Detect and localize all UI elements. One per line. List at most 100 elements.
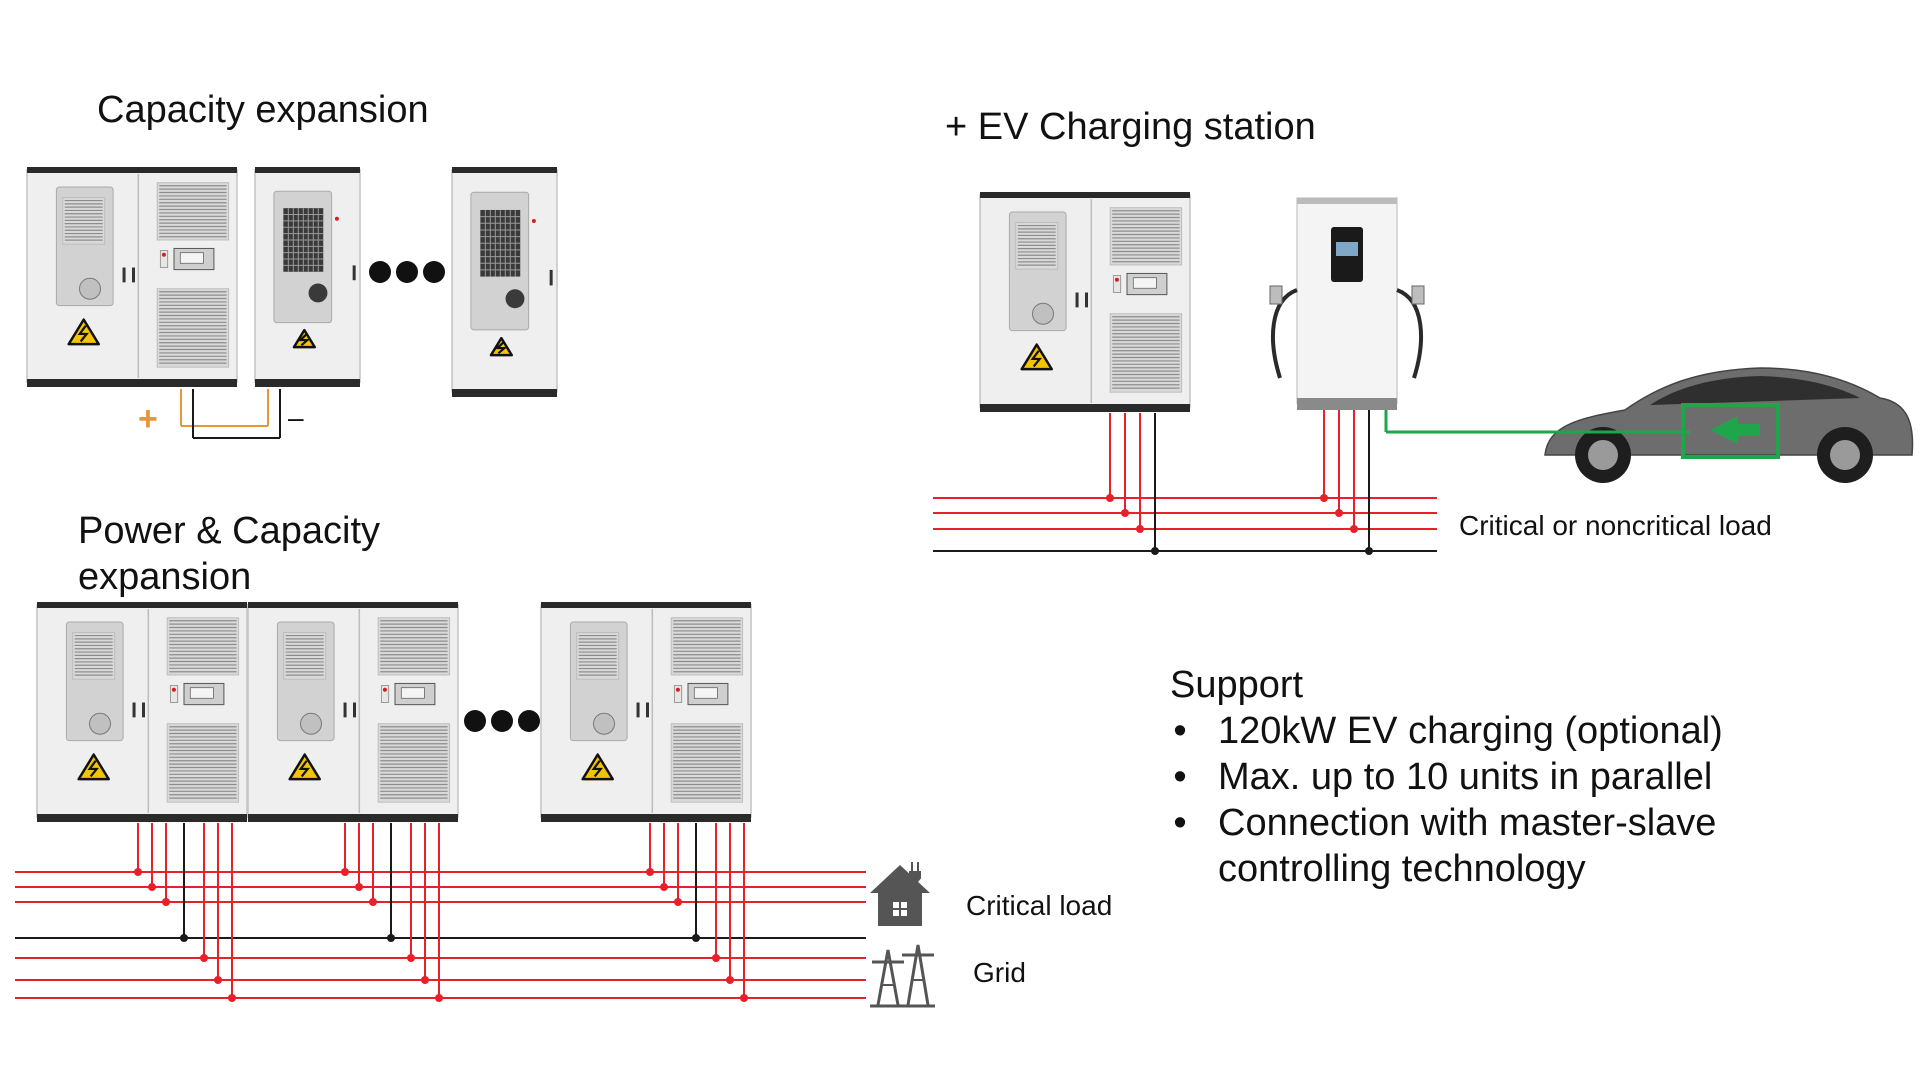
cabinet-top-edge [980,192,1190,198]
cabinet-top-edge [541,602,751,608]
storage-cabinet-pn [540,602,752,822]
ellipsis-dot [423,261,445,283]
vent-grille [156,182,230,241]
junction-dot [1320,494,1328,502]
door-handle [132,267,135,283]
emergency-stop [1112,275,1122,293]
ellipsis-dot [369,261,391,283]
support-item-continuation: controlling technology [1170,846,1723,892]
heading-capacity-expansion: Capacity expansion [97,89,429,131]
vent-grille [166,723,240,803]
cabinet-top-edge [452,167,557,173]
label-critical-or-noncritical-load: Critical or noncritical load [1459,510,1772,541]
junction-dot [228,994,236,1002]
status-led [382,687,387,692]
junction-dot [1136,525,1144,533]
junction-dot [435,994,443,1002]
fan-icon [593,712,615,735]
car-rim [1830,440,1860,470]
vent-panel [166,723,240,803]
display-screen [693,687,718,699]
warning-triangle [288,753,321,781]
charging-arrow [1710,416,1760,444]
junction-dot [407,954,415,962]
vent-grille [166,617,240,676]
high-voltage-warning-icon [489,336,513,357]
bullet-icon: • [1173,802,1187,844]
fan-icon [1032,302,1054,325]
storage-cabinet-p1 [36,602,248,822]
vent-grille [576,632,620,680]
tower-left [876,949,900,1006]
warning-triangle [581,753,614,781]
door-handle [343,702,347,718]
vent-panel [1109,207,1183,266]
status-led [531,219,536,224]
vent-grille [670,617,744,676]
heading-power-capacity-line1: Power & Capacity [78,510,381,552]
cabinet-base [248,814,458,822]
door-handle [352,265,356,281]
vent-grille [283,632,327,680]
junction-dot [387,934,395,942]
label-critical-load: Critical load [966,890,1113,921]
status-led [334,216,339,221]
emergency-stop [380,685,390,703]
support-item-text: Max. up to 10 units in parallel [1218,756,1713,798]
charger-plug [1269,285,1283,305]
cabinet-top-edge [248,602,458,608]
cabinet-top-edge [255,167,360,173]
ev-charger-icon [1269,197,1425,410]
vent-panel [156,182,230,241]
door-handle [1085,292,1088,308]
vent-grille [156,288,230,368]
door-handle [1075,292,1079,308]
door-handle [646,702,649,718]
support-title: Support [1170,664,1304,706]
display-screen [179,252,204,264]
junction-dot [646,868,654,876]
support-item: •Connection with master-slave [1170,800,1723,846]
charger-plug [1411,285,1425,305]
label-dc-minus: – [288,402,304,433]
warning-triangle [77,753,110,781]
charger-cable-left [1270,288,1298,379]
ellipsis-dot [464,710,486,732]
door-handle [549,269,553,286]
power-tower-icon [870,944,935,1008]
status-led [161,252,166,257]
junction-dot [421,976,429,984]
vent-panel [670,617,744,676]
junction-dot [355,883,363,891]
charger-display [1336,242,1358,256]
lightning-bolt [591,760,603,778]
ellipsis-dot [518,710,540,732]
charger-cable-right [1396,288,1424,379]
status-led [171,687,176,692]
car-rim [1588,440,1618,470]
ellipsis-dot [396,261,418,283]
high-voltage-warning-icon [77,753,110,781]
charger-top [1297,198,1397,204]
fan-icon [505,289,525,309]
junction-dot [200,954,208,962]
junction-dot [162,898,170,906]
junction-dot [148,883,156,891]
high-voltage-warning-icon [292,328,316,349]
warning-triangle [292,328,316,349]
storage-cabinet-master [26,167,238,387]
support-item: •120kW EV charging (optional) [1170,708,1723,754]
junction-dot [660,883,668,891]
cabinet-top-edge [27,167,237,173]
support-box: Support •120kW EV charging (optional) • M… [1170,662,1723,892]
plug-icon [909,862,921,886]
cabinet-base [37,814,247,822]
door-handle [353,702,356,718]
vent-panel [166,617,240,676]
vent-panel [377,617,451,676]
battery-cabinet-n [451,167,558,397]
vent-grille [1109,207,1183,266]
lightning-bolt [87,760,99,778]
vent-panel [670,723,744,803]
support-item-text: 120kW EV charging (optional) [1218,710,1723,752]
